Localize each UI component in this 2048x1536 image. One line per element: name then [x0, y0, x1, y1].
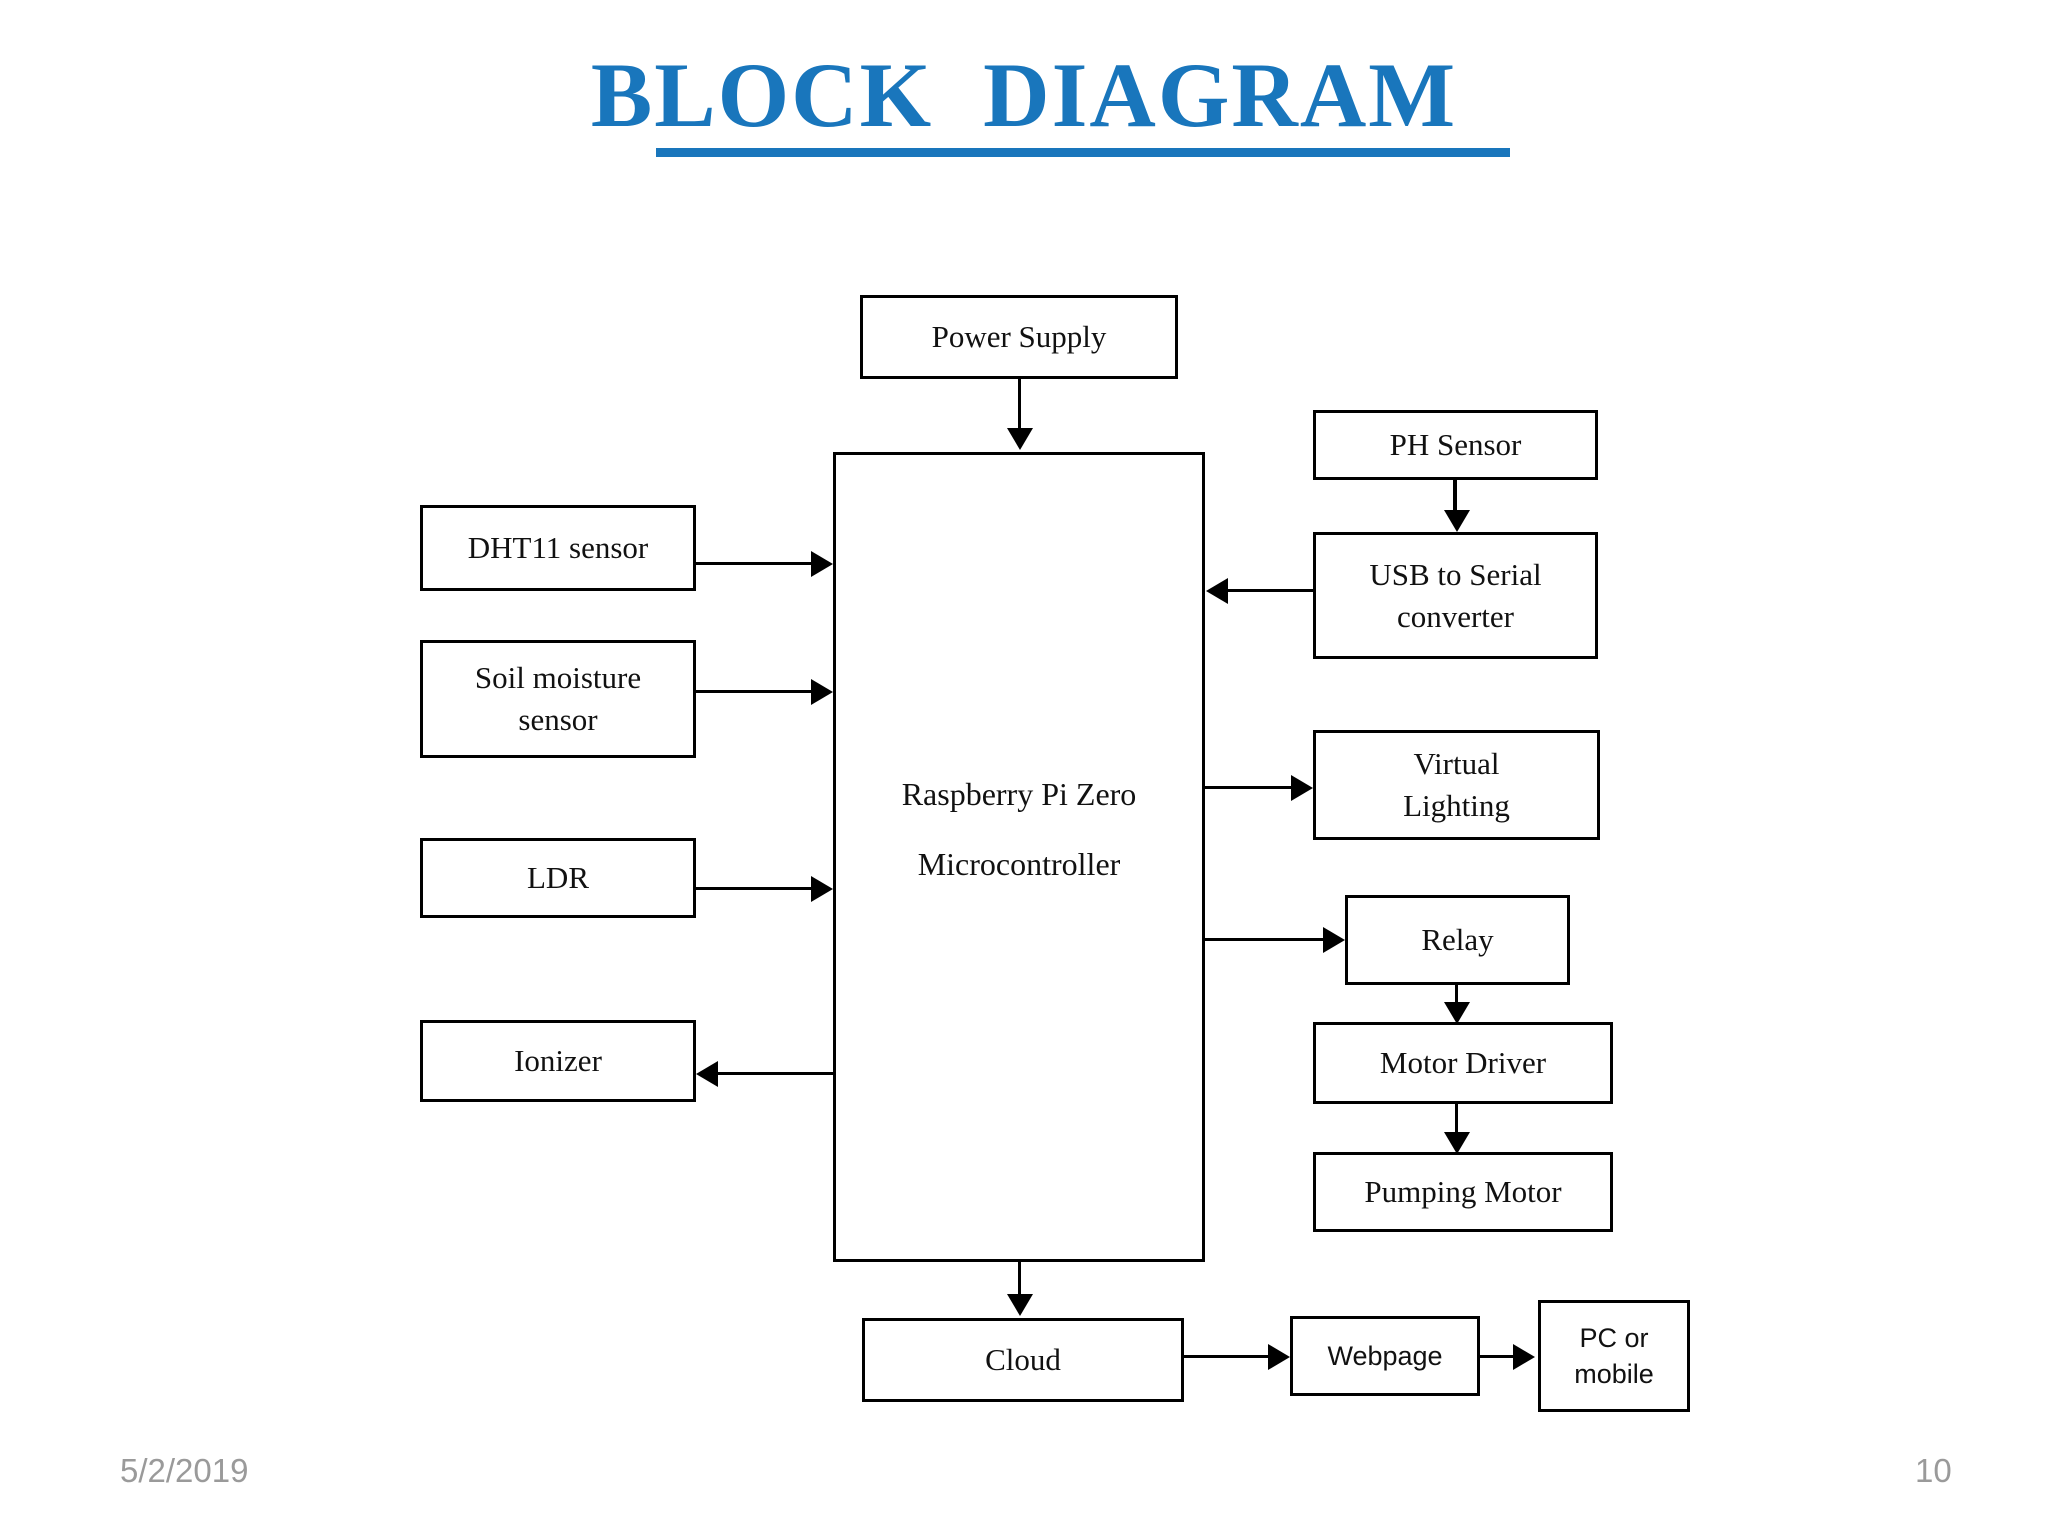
page-title: BLOCK DIAGRAM — [590, 44, 1458, 146]
block-webpage-label: Webpage — [1327, 1340, 1443, 1371]
block-controller-label-line2: Microcontroller — [917, 846, 1121, 882]
edge-controller-to-virtual-lighting — [1205, 786, 1291, 789]
block-controller-label-line1: Raspberry Pi Zero — [901, 776, 1137, 812]
block-cloud-label: Cloud — [985, 1342, 1061, 1378]
edge-controller-to-relay — [1205, 938, 1323, 941]
edge-ph-to-usb-serial-arrowhead — [1444, 510, 1470, 532]
block-relay-label: Relay — [1421, 922, 1494, 958]
edge-soil-moisture-to-controller — [696, 690, 811, 693]
edge-controller-to-cloud-arrowhead — [1007, 1294, 1033, 1316]
edge-ldr-to-controller — [696, 887, 811, 890]
block-dht11-sensor-label: DHT11 sensor — [467, 530, 649, 566]
block-ldr[interactable]: LDR — [420, 838, 696, 918]
edge-motor-driver-to-pumping-motor-arrowhead — [1444, 1132, 1470, 1154]
block-webpage[interactable]: Webpage — [1290, 1316, 1480, 1396]
block-relay[interactable]: Relay — [1345, 895, 1570, 985]
edge-ph-to-usb-serial — [1453, 480, 1457, 512]
edge-controller-to-virtual-lighting-arrowhead — [1291, 775, 1313, 801]
edge-dht11-to-controller — [696, 562, 811, 565]
block-ph-sensor-label: PH Sensor — [1389, 427, 1522, 463]
page-title-underline — [656, 148, 1510, 157]
edge-usb-serial-to-controller-arrowhead — [1206, 578, 1228, 604]
block-ph-sensor[interactable]: PH Sensor — [1313, 410, 1598, 480]
block-motor-driver[interactable]: Motor Driver — [1313, 1022, 1613, 1104]
edge-dht11-to-controller-arrowhead — [811, 551, 833, 577]
edge-controller-to-ionizer — [718, 1072, 835, 1075]
block-pumping-motor[interactable]: Pumping Motor — [1313, 1152, 1613, 1232]
block-ldr-label: LDR — [527, 860, 589, 896]
edge-power-to-controller-arrowhead — [1007, 428, 1033, 450]
edge-usb-serial-to-controller — [1228, 589, 1314, 592]
edge-relay-to-motor-driver-arrowhead — [1444, 1002, 1470, 1024]
block-ionizer[interactable]: Ionizer — [420, 1020, 696, 1102]
block-power-supply[interactable]: Power Supply — [860, 295, 1178, 379]
edge-cloud-to-webpage-arrowhead — [1268, 1344, 1290, 1370]
edge-webpage-to-pc-or-mobile-arrowhead — [1513, 1344, 1535, 1370]
edge-power-to-controller — [1018, 379, 1021, 431]
edge-webpage-to-pc-or-mobile — [1480, 1355, 1515, 1358]
block-motor-driver-label: Motor Driver — [1379, 1045, 1547, 1081]
footer-page-number: 10 — [1915, 1452, 1952, 1489]
footer-date: 5/2/2019 — [120, 1452, 249, 1489]
edge-controller-to-relay-arrowhead — [1323, 927, 1345, 953]
edge-controller-to-cloud — [1018, 1262, 1021, 1300]
edge-motor-driver-to-pumping-motor — [1455, 1104, 1458, 1140]
edge-soil-moisture-to-controller-arrowhead — [811, 679, 833, 705]
block-dht11-sensor[interactable]: DHT11 sensor — [420, 505, 696, 591]
edge-controller-to-ionizer-arrowhead — [696, 1061, 718, 1087]
block-raspberry-pi-zero-microcontroller[interactable]: Raspberry Pi Zero Microcontroller — [833, 452, 1205, 1262]
edge-cloud-to-webpage — [1184, 1355, 1268, 1358]
block-power-supply-label: Power Supply — [931, 319, 1107, 355]
block-ionizer-label: Ionizer — [514, 1043, 602, 1079]
edge-relay-to-motor-driver — [1455, 985, 1458, 1007]
block-pumping-motor-label: Pumping Motor — [1364, 1174, 1562, 1210]
block-cloud[interactable]: Cloud — [862, 1318, 1184, 1402]
edge-ldr-to-controller-arrowhead — [811, 876, 833, 902]
